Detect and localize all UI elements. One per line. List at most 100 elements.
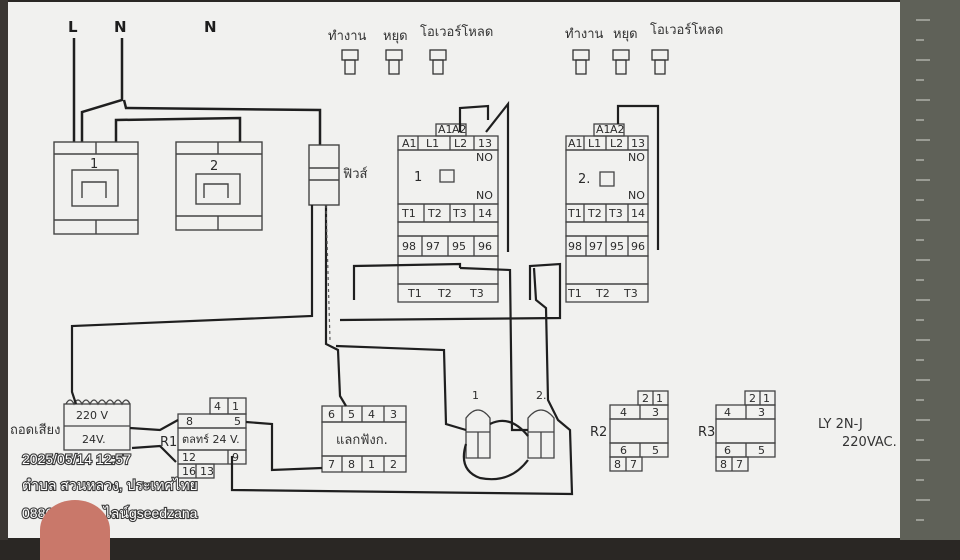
r1-bottom-13: 13: [200, 465, 214, 478]
breaker-1-number: 1: [90, 157, 98, 172]
float-switch-2: [527, 409, 555, 459]
c1-bottom-t1: T1: [401, 207, 416, 220]
alt-bottom-7: 7: [328, 458, 335, 471]
r1-row3-12: 12: [182, 451, 196, 464]
supply-l-label: L: [68, 18, 78, 36]
c2-a2-top: A2: [610, 123, 625, 136]
ruler: [900, 0, 960, 540]
c1-ol-95: 95: [452, 240, 466, 253]
r1-row3-9: 9: [232, 451, 239, 464]
c2-a1-top: A1: [596, 123, 611, 136]
r3-label: R3: [698, 425, 715, 440]
contactor-2: [565, 123, 649, 303]
paper-sheet: [8, 2, 916, 538]
c1-bottom-t2: T2: [427, 207, 442, 220]
c1-number: 1: [414, 170, 422, 185]
c1-top-a1: A1: [402, 137, 417, 150]
ruler-ticks: [916, 19, 930, 521]
r2-row2-4: 4: [620, 406, 627, 419]
transformer-secondary: 24V.: [82, 433, 106, 446]
r3-bottom-8: 8: [720, 458, 727, 471]
c2-bottom-t2: T2: [587, 207, 602, 220]
indicator-lamps-2: [572, 49, 669, 75]
indicator-2-stop-label: หยุด: [613, 27, 638, 42]
r2-bottom-8: 8: [614, 458, 621, 471]
alt-bottom-8: 8: [348, 458, 355, 471]
c1-ol-98: 98: [402, 240, 416, 253]
c2-no-2: NO: [628, 189, 645, 202]
c2-no-1: NO: [628, 151, 645, 164]
supply-n2-label: N: [204, 18, 217, 36]
transformer: [63, 399, 131, 451]
c1-bottom-14: 14: [478, 207, 492, 220]
c1-a1-top: A1: [438, 123, 453, 136]
c2-bottom-t1: T1: [567, 207, 582, 220]
fuse: [308, 144, 340, 206]
indicator-1-run-label: ทำงาน: [328, 29, 367, 44]
r2-top-2: 2: [642, 392, 649, 405]
r1-relay: [177, 397, 247, 479]
alt-top-5: 5: [348, 408, 355, 421]
float-1-label: 1: [472, 389, 479, 402]
c1-top-l2: L2: [454, 137, 467, 150]
c1-ol-t1: T1: [407, 287, 422, 300]
c2-ol-t1: T1: [567, 287, 582, 300]
alt-label: แลกฟังก.: [336, 433, 388, 448]
c2-top-a1: A1: [568, 137, 583, 150]
indicator-2-run-label: ทำงาน: [565, 27, 604, 42]
c1-no-2: NO: [476, 189, 493, 202]
c1-ol-97: 97: [426, 240, 440, 253]
c1-bottom-t3: T3: [452, 207, 467, 220]
r1-top-4: 4: [214, 400, 221, 413]
c1-ol-t3: T3: [469, 287, 484, 300]
r1-bottom-16: 16: [182, 465, 196, 478]
r2-row3-5: 5: [652, 444, 659, 457]
dashed-wire: [325, 204, 331, 341]
relay-spec-line1: LY 2N-J: [818, 417, 863, 432]
alt-top-3: 3: [390, 408, 397, 421]
indicator-1-overload-label: โอเวอร์โหลด: [420, 24, 493, 40]
r2-row2-3: 3: [652, 406, 659, 419]
r3-top-1: 1: [763, 392, 770, 405]
alt-bottom-2: 2: [390, 458, 397, 471]
supply-n-label: N: [114, 18, 127, 36]
c2-top-13: 13: [631, 137, 645, 150]
r1-label: R1: [160, 435, 177, 450]
alt-bottom-1: 1: [368, 458, 375, 471]
supply-wires: [72, 38, 322, 145]
fuse-label: ฟิวส์: [343, 166, 368, 182]
r3-row2-3: 3: [758, 406, 765, 419]
r1-row2-5: 5: [234, 415, 241, 428]
c1-top-l3: 13: [478, 137, 492, 150]
c2-number: 2.: [578, 172, 590, 187]
c2-bottom-t3: T3: [608, 207, 623, 220]
r1-top-1: 1: [232, 400, 239, 413]
c2-ol-98: 98: [568, 240, 582, 253]
breaker-2-number: 2: [210, 159, 218, 174]
alt-top-6: 6: [328, 408, 335, 421]
alternating-relay: [321, 405, 407, 473]
float-2-label: 2.: [536, 389, 547, 402]
c1-ol-96: 96: [478, 240, 492, 253]
wiring-diagram: L N N 1 2 ฟิวส์ ทำงาน หยุด โอเวอร์โ: [10, 18, 930, 522]
r2-bottom-7: 7: [630, 458, 637, 471]
c2-ol-96: 96: [631, 240, 645, 253]
c2-ol-t3: T3: [623, 287, 638, 300]
relay-r2: [609, 390, 669, 472]
r3-row2-4: 4: [724, 406, 731, 419]
relay-r3: [715, 390, 776, 472]
background: [0, 0, 8, 540]
indicator-1-stop-label: หยุด: [383, 29, 408, 44]
finger: [40, 500, 110, 560]
alt-top-4: 4: [368, 408, 375, 421]
indicator-lamps-1: [341, 49, 447, 75]
transformer-side-label: ถอดเสียง: [10, 422, 60, 438]
c2-top-l2: L2: [610, 137, 623, 150]
transformer-primary: 220 V: [76, 409, 108, 422]
breaker-1: [53, 141, 139, 235]
r2-label: R2: [590, 425, 607, 440]
r3-bottom-7: 7: [736, 458, 743, 471]
r2-top-1: 1: [656, 392, 663, 405]
control-wires: [70, 100, 660, 496]
c2-top-l1: L1: [588, 137, 601, 150]
